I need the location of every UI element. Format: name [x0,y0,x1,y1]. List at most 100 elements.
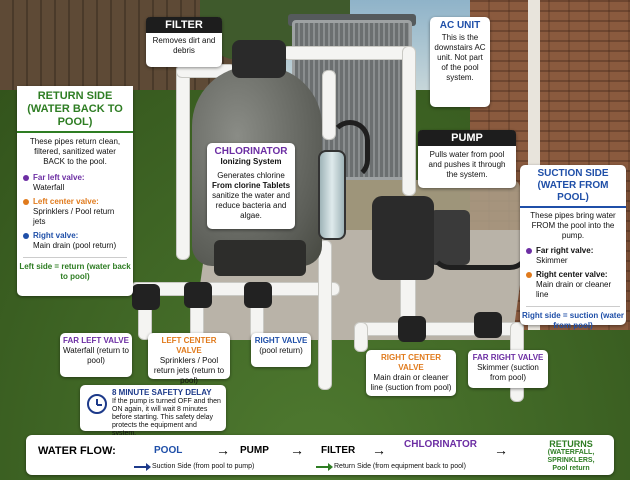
arrow-right-icon: → [290,442,304,458]
far-left-valve-desc: Waterfall (return to pool) [63,346,129,365]
returns-sub: (WATERFALL, SPRINKLERS, [547,449,595,464]
chlorinator-subtitle: Ionizing System [220,157,282,166]
return-side-title-1: RETURN SIDE [37,90,113,102]
divider [526,306,620,307]
suction-item-desc: Skimmer [536,256,568,265]
arrow-right-icon: → [494,442,508,458]
return-side-title: RETURN SIDE (WATER BACK TO POOL) [17,86,133,133]
returns-sub-2: Pool return [552,465,590,472]
returns-title: RETURNS [549,439,593,449]
far-right-valve-desc: Skimmer (suction from pool) [477,363,539,382]
ac-unit-callout: AC UNIT This is the downstairs AC unit. … [430,17,490,107]
bullet-icon [23,199,29,205]
right-center-valve-title: RIGHT CENTER VALVE [381,353,441,372]
arrow-right-icon: → [372,442,386,458]
safety-delay-title: 8 MINUTE SAFETY DELAY [112,388,212,397]
bullet-icon [526,272,532,278]
flow-step-filter: FILTER [321,445,356,456]
filter-base [214,240,306,276]
return-item-label: Far left valve: [33,173,85,182]
pipe-down-4 [318,240,332,390]
pump-desc: Pulls water from pool and pushes it thro… [428,150,506,179]
flow-step-chlorinator: CHLORINATOR [404,439,477,450]
clock-icon [87,394,107,414]
chlorinator-desc-1: Generates chlorine [217,171,285,180]
return-item-far-left: Far left valve: Waterfall [17,171,133,195]
flow-step-pump: PUMP [240,445,269,456]
chlorinator-desc-2: From clorine Tablets [211,181,291,190]
far-right-valve-label: FAR RIGHT VALVE Skimmer (suction from po… [468,350,548,388]
return-item-label: Right valve: [33,231,79,240]
suction-item-right-center: Right center valve: Main drain or cleane… [520,268,626,302]
pool-pump [372,196,434,280]
water-flow-bar: WATER FLOW: POOL → PUMP → FILTER → CHLOR… [26,435,614,475]
valve-far-left [132,284,160,310]
flow-step-returns: RETURNS (WATERFALL, SPRINKLERS, Pool ret… [526,439,616,473]
left-center-valve-desc: Sprinklers / Pool return jets (return to… [153,356,225,385]
return-side-panel: RETURN SIDE (WATER BACK TO POOL) These p… [17,86,133,296]
right-center-valve-label: RIGHT CENTER VALVE Main drain or cleaner… [366,350,456,396]
arrow-line-icon [316,462,333,471]
valve-left-center [184,282,212,308]
pipe-left-vertical [176,64,190,260]
return-side-intro: These pipes return clean, filtered, sani… [29,137,121,166]
return-item-desc: Sprinklers / Pool return jets [33,207,115,226]
suction-item-far-right: Far right valve: Skimmer [520,244,626,268]
ac-unit-title: AC UNIT [439,20,481,31]
ac-unit-desc: This is the downstairs AC unit. Not part… [434,33,486,82]
right-valve-desc: (pool return) [259,346,303,355]
filter-desc: Removes dirt and debris [152,36,216,55]
valve-right [244,282,272,308]
suction-side-intro: These pipes bring water FROM the pool in… [530,211,616,240]
chlorinator-title: CHLORINATOR [214,146,288,157]
return-item-label: Left center valve: [33,197,99,206]
suction-item-label: Far right valve: [536,246,594,255]
filter-title: FILTER [146,17,222,33]
arrow-right-icon: → [216,442,230,458]
suction-side-panel: SUCTION SIDE (WATER FROM POOL) These pip… [520,165,626,330]
return-item-right: Right valve: Main drain (pool return) [17,229,133,253]
pump-cable [430,230,530,270]
pipe-filter-top [282,46,414,60]
bullet-icon [23,233,29,239]
water-flow-title: WATER FLOW: [38,445,116,457]
suction-item-label: Right center valve: [536,270,608,279]
far-left-valve-title: FAR LEFT VALVE [63,336,129,345]
safety-delay-desc: If the pump is turned OFF and then ON ag… [112,398,221,437]
safety-delay-callout: 8 MINUTE SAFETY DELAY If the pump is tur… [80,385,226,437]
left-center-valve-title: LEFT CENTER VALVE [161,336,217,355]
legend-return-text: Return Side (from equipment back to pool… [334,463,466,470]
pipe-suction-left [354,322,368,352]
chlorinator-desc-3: sanitize the water and reduce bacteria a… [212,191,290,220]
flow-step-pool: POOL [154,445,183,456]
pipe-mid-vertical [322,70,336,140]
pipe-right-vertical [402,46,416,196]
return-item-desc: Waterfall [33,183,65,192]
suction-side-title-2: (WATER FROM POOL) [537,180,609,203]
suction-item-desc: Main drain or cleaner line [536,280,612,299]
legend-suction-text: Suction Side (from pool to pump) [152,463,255,470]
pump-callout: PUMP Pulls water from pool and pushes it… [418,130,516,188]
multiport-valve [232,40,286,78]
filter-callout: FILTER Removes dirt and debris [146,17,222,67]
return-item-left-center: Left center valve: Sprinklers / Pool ret… [17,195,133,229]
right-valve-label: RIGHT VALVE (pool return) [251,333,311,367]
legend-return: Return Side (from equipment back to pool… [316,462,466,471]
return-item-desc: Main drain (pool return) [33,241,117,250]
bullet-icon [23,175,29,181]
valve-right-center [398,316,426,342]
arrow-line-icon [134,462,151,471]
legend-suction: Suction Side (from pool to pump) [134,462,255,471]
pipe-header [130,282,340,296]
return-side-title-2: (WATER BACK TO POOL) [27,103,123,128]
pump-title: PUMP [418,130,516,146]
divider [23,257,127,258]
bullet-icon [526,248,532,254]
return-side-footer: Left side = return (water back to pool) [19,262,131,281]
chlorinator-callout: CHLORINATOR Ionizing System Generates ch… [207,143,295,229]
chlorinator-hose [330,120,370,180]
right-valve-title: RIGHT VALVE [254,336,308,345]
left-center-valve-label: LEFT CENTER VALVE Sprinklers / Pool retu… [148,333,230,385]
valve-far-right [474,312,502,338]
right-center-valve-desc: Main drain or cleaner line (suction from… [370,373,452,392]
